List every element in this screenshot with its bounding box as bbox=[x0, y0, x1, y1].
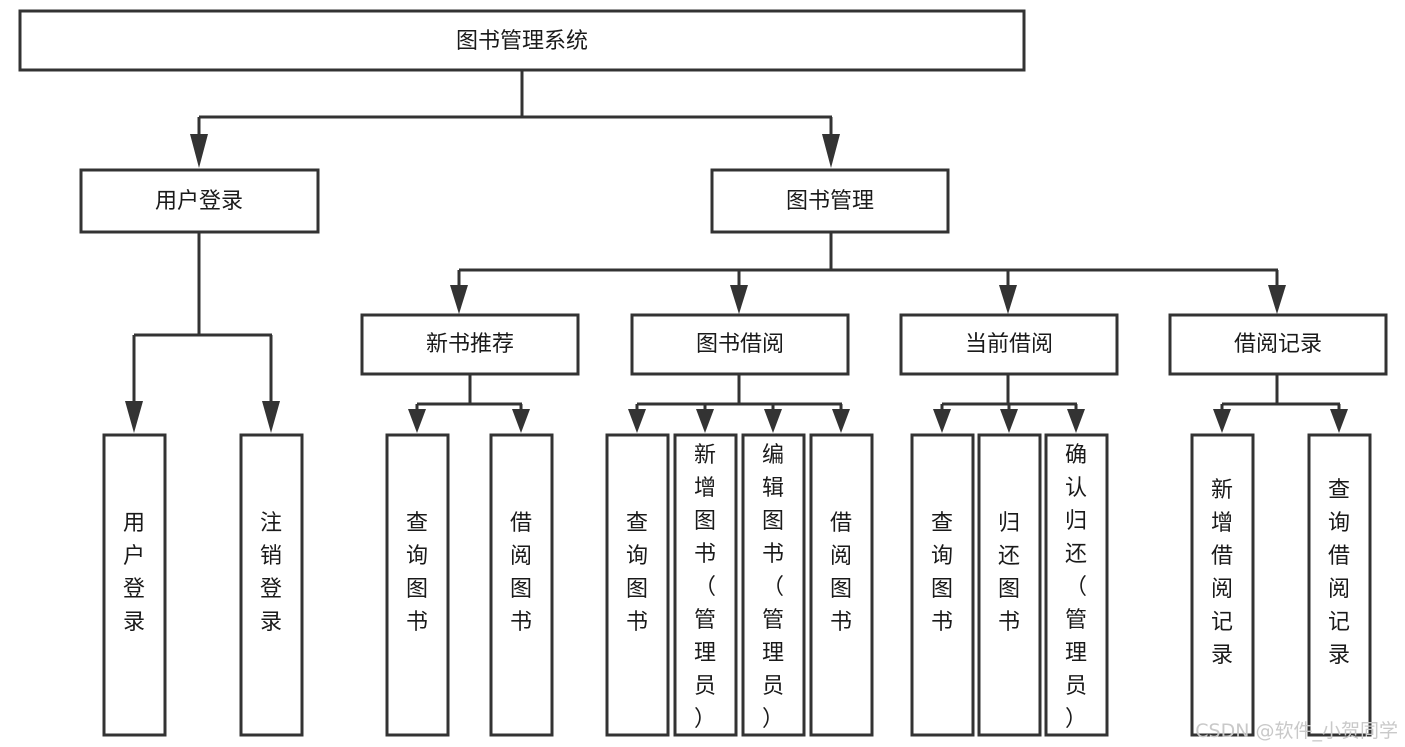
node-root[interactable]: 图书管理系统 bbox=[18, 9, 1026, 72]
arrow-to-borrow-record-icon bbox=[1268, 285, 1286, 314]
leaf-cb-confirm-label: 确认归还（管理员） bbox=[1065, 443, 1087, 732]
connector-layer bbox=[125, 70, 1348, 433]
arrow-to-current-borrow-icon bbox=[999, 285, 1017, 314]
node-new-book-recommend-label: 新书推荐 bbox=[426, 332, 514, 357]
node-book-manage[interactable]: 图书管理 bbox=[710, 168, 950, 234]
leaf-bb-add-label: 新增图书（管理员） bbox=[694, 443, 716, 732]
leaf-node[interactable]: 新增图书（管理员） bbox=[673, 433, 738, 737]
leaf-cb-confirm-box[interactable] bbox=[1044, 433, 1109, 737]
leaf-cb-query-label: 查询图书 bbox=[931, 511, 953, 635]
arrow-to-book-manage-icon bbox=[822, 134, 840, 168]
leaf-node[interactable]: 归还图书 bbox=[977, 433, 1042, 737]
leaf-node[interactable]: 借阅图书 bbox=[809, 433, 874, 737]
node-book-manage-label: 图书管理 bbox=[786, 189, 874, 214]
leaf-logout-label: 注销登录 bbox=[260, 511, 282, 635]
arrow-current-borrow-l2-icon bbox=[1000, 409, 1018, 433]
leaf-bb-query-label: 查询图书 bbox=[626, 511, 648, 635]
leaf-bb-query-box[interactable] bbox=[605, 433, 670, 737]
node-book-borrow[interactable]: 图书借阅 bbox=[630, 313, 850, 376]
arrow-current-borrow-l1-icon bbox=[933, 409, 951, 433]
arrow-to-book-borrow-icon bbox=[730, 285, 748, 314]
leaf-node[interactable]: 查询图书 bbox=[605, 433, 670, 737]
node-user-login[interactable]: 用户登录 bbox=[79, 168, 320, 234]
node-borrow-record-box[interactable] bbox=[1168, 313, 1388, 376]
leaf-br-query-label: 查询借阅记录 bbox=[1328, 478, 1350, 668]
leaf-nbr-query-box[interactable] bbox=[385, 433, 450, 737]
node-current-borrow-label: 当前借阅 bbox=[965, 332, 1053, 357]
leaf-bb-borrow-box[interactable] bbox=[809, 433, 874, 737]
node-current-borrow-box[interactable] bbox=[899, 313, 1119, 376]
arrow-borrow-record-l1-icon bbox=[1213, 409, 1231, 433]
arrow-book-borrow-l1-icon bbox=[628, 409, 646, 433]
leaf-cb-return-box[interactable] bbox=[977, 433, 1042, 737]
node-new-book-recommend[interactable]: 新书推荐 bbox=[360, 313, 580, 376]
leaf-br-query-box[interactable] bbox=[1307, 433, 1372, 737]
leaf-node[interactable]: 借阅图书 bbox=[489, 433, 554, 737]
node-new-book-recommend-box[interactable] bbox=[360, 313, 580, 376]
leaf-bb-edit-label: 编辑图书（管理员） bbox=[762, 443, 784, 732]
leaf-br-add-box[interactable] bbox=[1190, 433, 1255, 737]
node-book-borrow-label: 图书借阅 bbox=[696, 332, 784, 357]
leaf-node[interactable]: 注销登录 bbox=[239, 433, 304, 737]
arrow-borrow-record-l2-icon bbox=[1330, 409, 1348, 433]
leaf-br-add-label: 新增借阅记录 bbox=[1211, 478, 1233, 668]
arrow-current-borrow-l3-icon bbox=[1067, 409, 1085, 433]
arrow-to-user-login-icon bbox=[190, 134, 208, 168]
arrow-user-login-l2-icon bbox=[262, 401, 280, 433]
leaf-node[interactable]: 查询借阅记录 bbox=[1307, 433, 1372, 737]
leaf-nbr-borrow-label: 借阅图书 bbox=[510, 511, 532, 635]
leaf-bb-borrow-label: 借阅图书 bbox=[830, 511, 852, 635]
leaf-bb-edit-box[interactable] bbox=[741, 433, 806, 737]
leaf-user-login-box[interactable] bbox=[102, 433, 167, 737]
arrow-new-book-l1-icon bbox=[408, 409, 426, 433]
leaf-node[interactable]: 查询图书 bbox=[910, 433, 975, 737]
arrow-book-borrow-l3-icon bbox=[764, 409, 782, 433]
leaf-logout-box[interactable] bbox=[239, 433, 304, 737]
arrow-user-login-l1-icon bbox=[125, 401, 143, 433]
node-borrow-record-label: 借阅记录 bbox=[1234, 332, 1322, 357]
csdn-watermark: CSDN @软件_小贺同学 bbox=[1195, 720, 1398, 742]
node-root-label: 图书管理系统 bbox=[456, 29, 588, 54]
arrow-book-borrow-l4-icon bbox=[832, 409, 850, 433]
leaf-node[interactable]: 确认归还（管理员） bbox=[1044, 433, 1109, 737]
node-book-manage-box[interactable] bbox=[710, 168, 950, 234]
leaf-node[interactable]: 编辑图书（管理员） bbox=[741, 433, 806, 737]
arrow-to-new-book-icon bbox=[450, 285, 468, 314]
node-user-login-label: 用户登录 bbox=[155, 189, 243, 214]
node-borrow-record[interactable]: 借阅记录 bbox=[1168, 313, 1388, 376]
leaf-node[interactable]: 查询图书 bbox=[385, 433, 450, 737]
arrow-new-book-l2-icon bbox=[512, 409, 530, 433]
node-current-borrow[interactable]: 当前借阅 bbox=[899, 313, 1119, 376]
leaf-user-login-label: 用户登录 bbox=[123, 511, 145, 635]
leaf-nbr-query-label: 查询图书 bbox=[406, 511, 428, 635]
leaf-node[interactable]: 新增借阅记录 bbox=[1190, 433, 1255, 737]
leaf-cb-return-label: 归还图书 bbox=[998, 511, 1020, 635]
leaf-cb-query-box[interactable] bbox=[910, 433, 975, 737]
node-root-box[interactable] bbox=[18, 9, 1026, 72]
node-user-login-box[interactable] bbox=[79, 168, 320, 234]
leaf-node[interactable]: 用户登录 bbox=[102, 433, 167, 737]
leaf-nbr-borrow-box[interactable] bbox=[489, 433, 554, 737]
node-book-borrow-box[interactable] bbox=[630, 313, 850, 376]
arrow-book-borrow-l2-icon bbox=[696, 409, 714, 433]
leaf-bb-add-box[interactable] bbox=[673, 433, 738, 737]
